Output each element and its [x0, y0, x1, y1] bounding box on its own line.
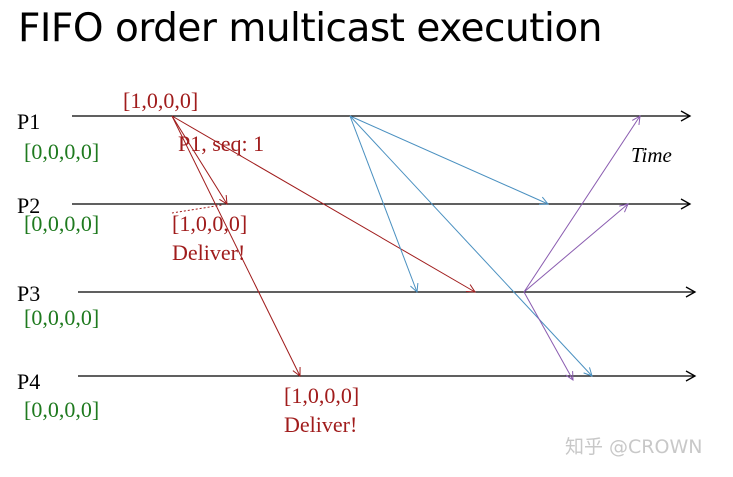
- p2-deliver-label: Deliver!: [172, 240, 246, 265]
- process-label-p4: P4: [17, 369, 41, 394]
- p1-send-vector: [1,0,0,0]: [123, 88, 199, 113]
- blue-msg-p1-to-p3: [349, 115, 417, 292]
- blue-msg-p1-to-p2: [349, 115, 548, 204]
- process-vector-p1: [0,0,0,0]: [24, 139, 100, 164]
- red-msg-p1-to-p4: [171, 115, 300, 376]
- process-label-p1: P1: [17, 109, 41, 134]
- red-msg-p1-to-p2: [171, 115, 227, 204]
- process-vector-p4: [0,0,0,0]: [24, 397, 100, 422]
- p1-seq-label: P1, seq: 1: [178, 131, 265, 156]
- watermark: 知乎 @CROWN: [565, 436, 703, 458]
- blue-msg-p1-to-p4: [349, 115, 592, 376]
- red-msg-p1-to-p3: [171, 115, 475, 292]
- p4-deliver-label: Deliver!: [284, 412, 358, 437]
- process-label-p2: P2: [17, 193, 41, 218]
- p2-deliver-vector: [1,0,0,0]: [172, 211, 248, 236]
- process-label-p3: P3: [17, 281, 41, 306]
- process-vector-p3: [0,0,0,0]: [24, 305, 100, 330]
- process-vector-p2: [0,0,0,0]: [24, 211, 100, 236]
- purple-msg-p3-to-p4: [523, 291, 573, 380]
- p2-deliver-pointer: [171, 204, 223, 214]
- page-title: FIFO order multicast execution: [18, 6, 602, 51]
- time-axis-label: Time: [631, 143, 672, 167]
- purple-msg-p3-to-p2: [523, 204, 628, 293]
- p4-deliver-vector: [1,0,0,0]: [284, 383, 360, 408]
- purple-msg-p3-to-p1: [523, 116, 640, 293]
